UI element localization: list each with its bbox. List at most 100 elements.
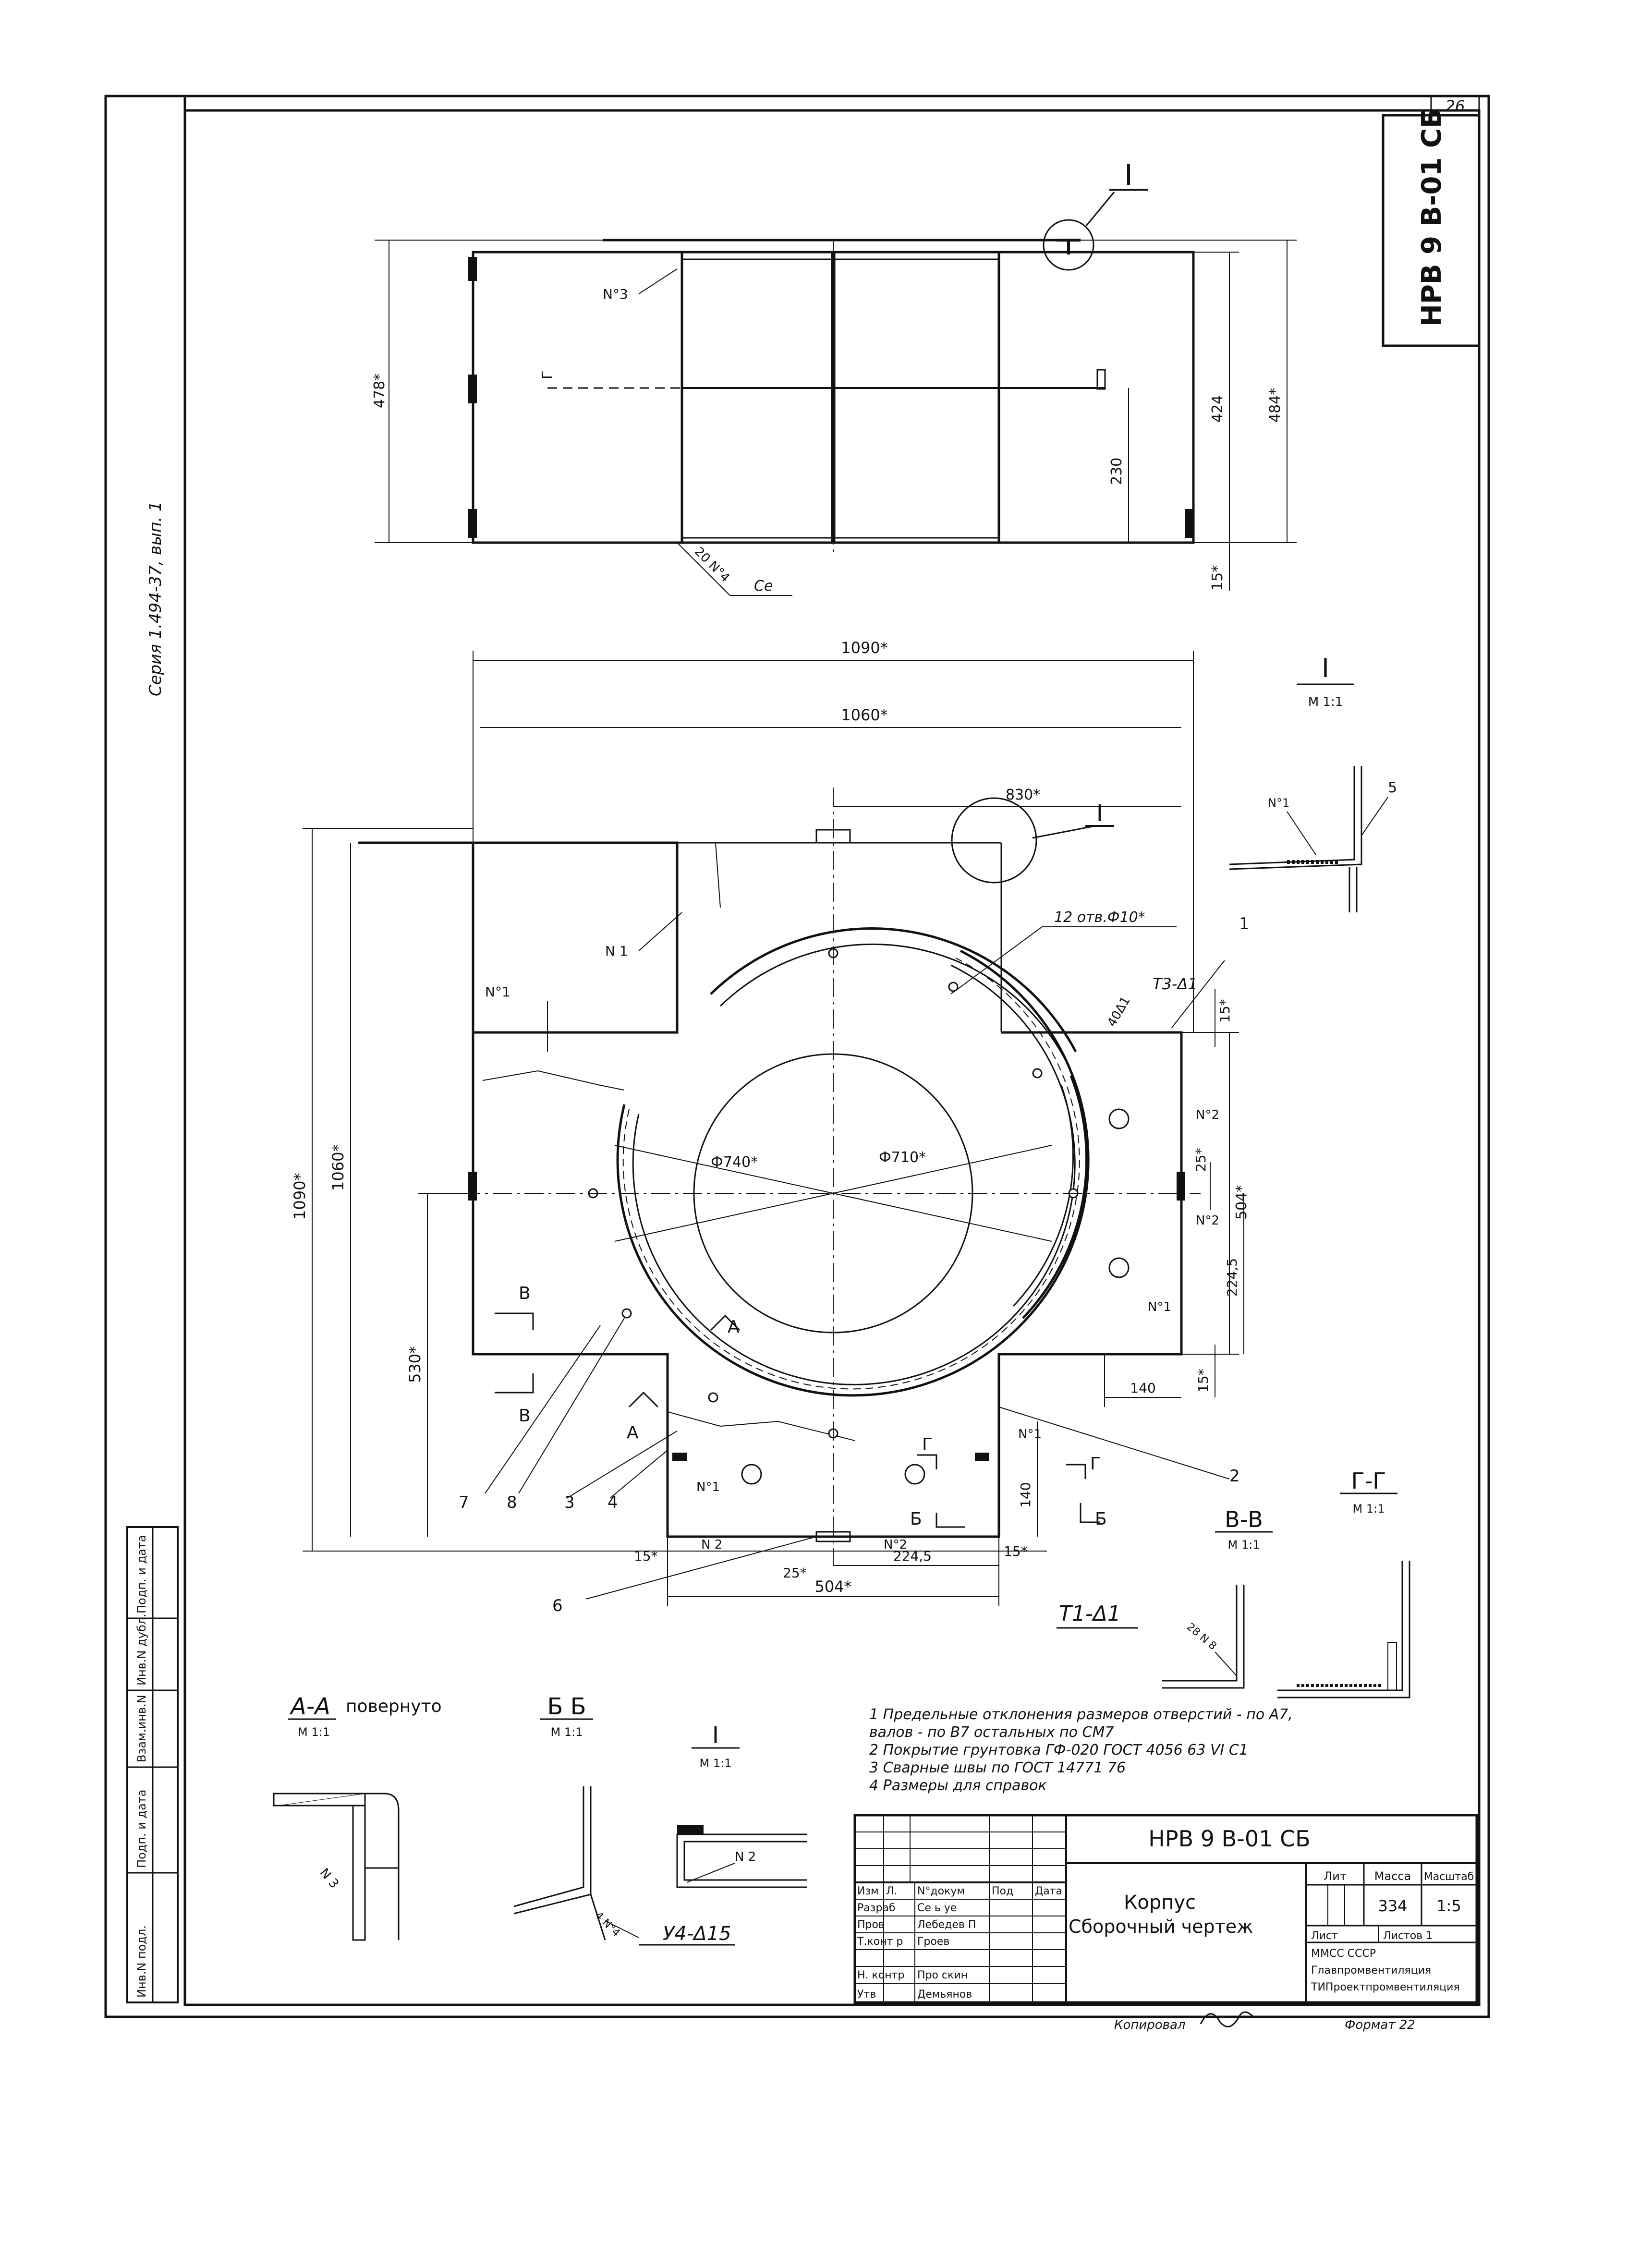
tb-mass: 334	[1378, 1897, 1407, 1915]
label-n2c: N 2	[701, 1538, 722, 1552]
footer-format: Формат 22	[1345, 2018, 1415, 2032]
top-view-dim-484: 484*	[1267, 388, 1284, 423]
label-pos3: 3	[564, 1493, 575, 1512]
detail-AA-note: повернуто	[346, 1697, 442, 1716]
dim-140-b: 140	[1018, 1482, 1033, 1508]
detail-BB-title: В-В	[1225, 1506, 1263, 1532]
section-b-2: В	[519, 1406, 531, 1426]
label-pos7: 7	[459, 1493, 469, 1512]
margin-stamp-label-5: Подп. и дата	[135, 1535, 148, 1614]
detail-Bb-scale: М 1:1	[551, 1725, 583, 1739]
tb-hdr-sign: Под	[992, 1885, 1013, 1897]
tb-hdr-l: Л.	[886, 1885, 898, 1897]
section-bb-1: Б	[910, 1509, 922, 1529]
margin-stamp-label-2: Подп. и дата	[135, 1790, 148, 1868]
label-n1d: N°1	[696, 1480, 720, 1494]
tb-org3: ТИПроектпромвентиляция	[1311, 1981, 1460, 1993]
detail-Bb: Б Б М 1:1 4 N°4 У4-Δ15	[513, 1693, 735, 1946]
label-pos2: 2	[1229, 1467, 1240, 1486]
dim-d710: Ф710*	[879, 1149, 926, 1166]
top-view-dim-478: 478*	[371, 374, 388, 408]
dim-1090-top: 1090*	[841, 639, 887, 657]
top-view: I 478* 424 484* 230 15* N°3 20 N°4 Сe Г	[371, 158, 1297, 596]
dim-1090-left: 1090*	[291, 1173, 309, 1220]
dim-25-b: 25*	[783, 1565, 807, 1581]
note-1: 1 Предельные отклонения размеров отверст…	[869, 1706, 1293, 1723]
label-pos8: 8	[507, 1493, 517, 1512]
margin-stamp-label-3: Взам.инв.N	[135, 1695, 148, 1762]
top-view-label-n3: N°3	[603, 286, 628, 302]
dim-15-b: 15*	[1195, 1369, 1211, 1393]
dim-140-a: 140	[1130, 1380, 1155, 1396]
tb-row5-role: Н. контр	[857, 1969, 904, 1981]
detail-BB-GG: В-В М 1:1 Г-Г М 1:1 28 N 8 Т1-Δ1	[1057, 1468, 1410, 1698]
tb-hdr-date: Дата	[1035, 1885, 1062, 1897]
detail-I2-label: N 2	[735, 1850, 756, 1864]
label-n2b: N°2	[1196, 1213, 1219, 1228]
tb-sheets: Листов 1	[1383, 1930, 1433, 1942]
tb-org2: Главпромвентиляция	[1311, 1965, 1431, 1977]
top-view-dim-230: 230	[1108, 458, 1125, 485]
label-pos6: 6	[552, 1596, 563, 1615]
section-b-1: В	[519, 1284, 531, 1303]
detail-I-label-5: 5	[1388, 779, 1397, 796]
technical-notes: 1 Предельные отклонения размеров отверст…	[869, 1706, 1293, 1794]
footer-copied: Копировал	[1114, 2018, 1186, 2032]
tb-designation: НРВ 9 В-01 СБ	[1148, 1826, 1310, 1852]
detail-I-scale: М 1:1	[1308, 695, 1343, 709]
label-n2a: N°2	[1196, 1108, 1219, 1122]
label-n1a: N 1	[605, 943, 628, 959]
main-view: Ф740* Ф710* 1090* 1060* 830* 1090* 1060*…	[291, 639, 1250, 1615]
top-view-section-marker: I	[1124, 158, 1133, 192]
margin-stamp: Инв.N подл. Подп. и дата Взам.инв.N Инв.…	[126, 1526, 179, 2003]
tb-row6-role: Утв	[857, 1989, 876, 2001]
detail-AA-label: N 3	[317, 1866, 341, 1891]
note-2: 2 Покрытие грунтовка ГФ-020 ГОСТ 4056 63…	[869, 1742, 1248, 1759]
label-t3: Т3-Δ1	[1153, 975, 1198, 993]
detail-I2-title: I	[712, 1722, 719, 1749]
dim-1060-top: 1060*	[841, 706, 887, 724]
tb-col-scale: Масштаб	[1424, 1871, 1474, 1883]
tb-row2-role: Пров	[857, 1919, 885, 1931]
detail-GG-scale: М 1:1	[1353, 1502, 1385, 1516]
tb-row2-name: Лебедев П	[917, 1919, 976, 1931]
dim-2245-b: 224,5	[893, 1548, 932, 1564]
doc-code-vertical: НРВ 9 В-01 СБ	[1416, 108, 1447, 327]
tb-sheet: Лист	[1311, 1930, 1338, 1942]
label-n1c: N°1	[1148, 1300, 1171, 1314]
detail-AA-title: А-А	[289, 1693, 330, 1720]
label-40d1: 40Δ1	[1105, 994, 1133, 1029]
weld-T1-leader: 28 N 8	[1184, 1621, 1219, 1652]
top-view-dim-424: 424	[1209, 395, 1226, 423]
tb-name-line2: Сборочный чертеж	[1069, 1916, 1253, 1937]
top-view-label-ce: Сe	[754, 578, 773, 594]
section-a-1: А	[728, 1317, 740, 1337]
tb-col-mass: Масса	[1374, 1869, 1411, 1883]
section-g-2: Г	[922, 1435, 933, 1455]
detail-I-label-n1: N°1	[1268, 796, 1289, 810]
tb-hdr-doc: N°докум	[917, 1885, 965, 1897]
label-pos1: 1	[1239, 914, 1250, 934]
section-g-1: Г	[1090, 1454, 1101, 1474]
detail-AA-scale: М 1:1	[298, 1725, 330, 1739]
tb-org1: ММСС СССР	[1311, 1948, 1376, 1960]
dim-2245-a: 224,5	[1224, 1258, 1240, 1297]
dim-d740: Ф740*	[711, 1154, 758, 1171]
detail-I-title: I	[1322, 653, 1329, 683]
series-vertical: Серия 1.494-37, вып. 1	[146, 501, 165, 696]
inner-frame	[183, 109, 1481, 2006]
margin-stamp-label-4: Инв.N дубл.	[135, 1613, 148, 1686]
main-view-section-I: I	[1096, 800, 1103, 827]
detail-BB-scale: М 1:1	[1228, 1538, 1260, 1552]
dim-830: 830*	[1006, 787, 1040, 803]
detail-AA: А-А повернуто М 1:1 N 3	[273, 1693, 442, 1941]
dim-25-a: 25*	[1193, 1148, 1209, 1172]
tb-hdr-izm: Изм	[857, 1885, 879, 1897]
tb-row1-name: Се ь уе	[917, 1902, 957, 1914]
detail-I-bottom: I М 1:1 N 2	[676, 1722, 807, 1888]
label-n1b: N°1	[485, 984, 510, 1000]
tb-row3-name: Гроев	[917, 1936, 949, 1948]
detail-I: I М 1:1 N°1 5	[1229, 653, 1397, 912]
detail-Bb-label: 4 N°4	[593, 1910, 622, 1940]
margin-stamp-label-1: Инв.N подл.	[135, 1925, 148, 1998]
